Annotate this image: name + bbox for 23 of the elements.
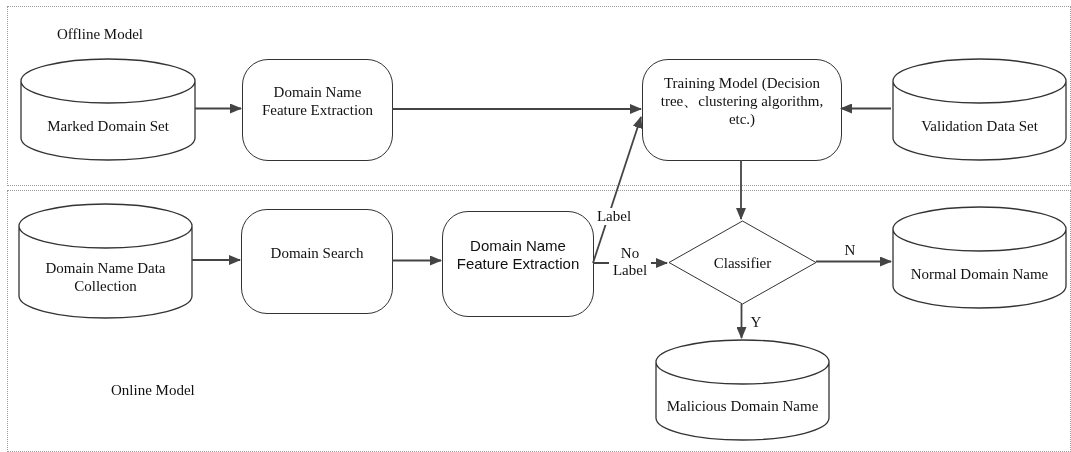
process-box: Domain Name Feature Extraction: [442, 211, 594, 317]
arrow: [194, 103, 242, 114]
arrow: [815, 256, 892, 267]
model-panel: [7, 6, 1071, 186]
panel-title: Online Model: [111, 381, 195, 399]
arrow: [736, 303, 747, 339]
arrow: [391, 255, 442, 266]
panel-title: Offline Model: [57, 25, 143, 43]
database-cylinder: Normal Domain Name: [892, 206, 1067, 309]
process-box: Training Model (Decision tree、clustering algorithm, etc.): [642, 59, 842, 161]
decision-diamond: Classifier: [668, 220, 817, 305]
process-box: Domain Name Feature Extraction: [242, 59, 393, 161]
model-panel: [7, 190, 1071, 452]
database-cylinder: Marked Domain Set: [20, 58, 196, 161]
database-cylinder: Malicious Domain Name: [655, 339, 830, 441]
database-cylinder: Validation Data Set: [892, 58, 1067, 161]
process-box: Domain Search: [241, 209, 393, 314]
arrow: [391, 104, 642, 114]
arrow: [191, 255, 241, 265]
arrow: [840, 103, 892, 114]
database-cylinder: Domain Name Data Collection: [18, 203, 193, 319]
arrow: [592, 116, 643, 264]
arrow: [736, 159, 746, 220]
